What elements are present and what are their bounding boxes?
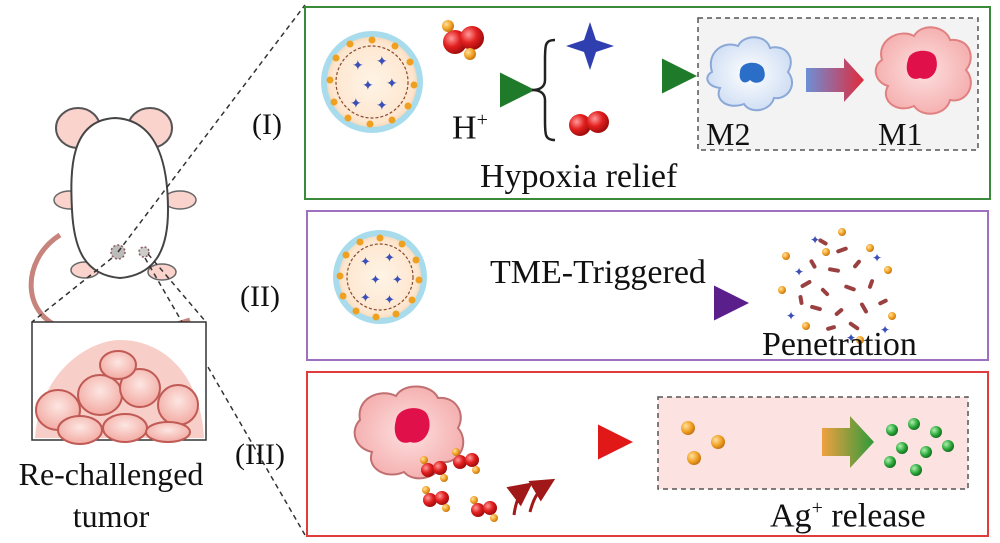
svg-text:✦: ✦ xyxy=(786,309,796,323)
tumor-cell-icon xyxy=(353,385,465,480)
release-label: Ag+ release xyxy=(770,498,926,533)
proton-sup: + xyxy=(476,109,488,131)
nanoparticle-icon-2: ✦✦✦ ✦✦✦ xyxy=(333,230,427,324)
oxygen-bubble-icon xyxy=(569,111,609,136)
panel1-roman-label: (I) xyxy=(252,108,282,141)
svg-text:✦: ✦ xyxy=(810,233,820,247)
svg-text:✦: ✦ xyxy=(376,98,388,114)
svg-text:✦: ✦ xyxy=(360,255,371,270)
svg-text:✦: ✦ xyxy=(384,293,395,308)
proton-base: H xyxy=(452,109,477,147)
split-bracket xyxy=(531,38,556,142)
svg-text:✦: ✦ xyxy=(880,323,890,337)
ion-release-arrow xyxy=(822,416,874,468)
dispersed-fragments-icon: ✦ ✦ ✦ ✦ ✦ ✦ xyxy=(778,228,896,345)
tumor-tissue-inset xyxy=(31,321,207,445)
oxygen-molecule-icon xyxy=(442,20,484,60)
svg-text:✦: ✦ xyxy=(370,273,381,288)
sparkle-icon xyxy=(566,22,614,70)
m2-macrophage-icon xyxy=(706,36,793,112)
m1-macrophage-icon xyxy=(874,26,972,115)
panel2-caption: Penetration xyxy=(762,326,917,363)
left-caption-line1: Re-challenged xyxy=(18,456,204,492)
increase-arrows-icon xyxy=(506,478,556,516)
silver-nanoparticles-icon xyxy=(681,421,725,465)
release-suffix: release xyxy=(822,497,926,535)
svg-text:✦: ✦ xyxy=(362,78,374,94)
panel2-roman-label: (II) xyxy=(240,280,280,313)
polarization-arrow xyxy=(806,58,864,102)
svg-text:✦: ✦ xyxy=(384,251,395,266)
svg-text:✦: ✦ xyxy=(360,291,371,306)
trigger-label: TME-Triggered xyxy=(490,254,706,291)
m1-label: M1 xyxy=(878,116,923,152)
release-base: Ag xyxy=(770,497,812,535)
release-sup: + xyxy=(811,497,823,519)
svg-text:✦: ✦ xyxy=(376,54,388,70)
release-box xyxy=(657,396,969,490)
silver-ions-icon xyxy=(884,418,954,476)
svg-text:✦: ✦ xyxy=(352,58,364,74)
svg-text:✦: ✦ xyxy=(794,265,804,279)
nanoparticle-icon: ✦✦✦ ✦✦✦ xyxy=(321,31,423,133)
svg-text:✦: ✦ xyxy=(392,273,403,288)
svg-text:✦: ✦ xyxy=(872,251,882,265)
left-caption-line2: tumor xyxy=(72,498,150,534)
panel3-roman-label: (III) xyxy=(235,438,285,471)
m2-label: M2 xyxy=(706,116,751,152)
panel1-caption: Hypoxia relief xyxy=(480,158,678,195)
svg-text:✦: ✦ xyxy=(846,331,856,345)
mouse-illustration xyxy=(28,107,197,337)
svg-text:✦: ✦ xyxy=(350,96,362,112)
oxygen-molecules-cluster xyxy=(420,448,498,522)
proton-label: H+ xyxy=(452,110,488,145)
svg-text:✦: ✦ xyxy=(386,76,398,92)
